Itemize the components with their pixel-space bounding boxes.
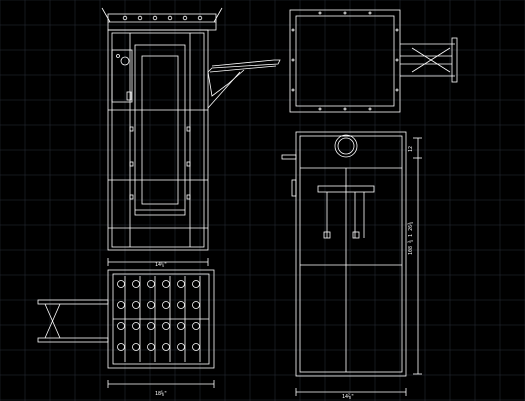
filter-cartridge <box>147 301 155 309</box>
filter-box <box>107 269 215 369</box>
filter-cartridge <box>162 301 170 309</box>
plan-edge-bolts <box>291 11 399 111</box>
filter-cartridge <box>117 343 125 351</box>
filter-support <box>317 185 375 193</box>
inlet-port <box>334 134 358 158</box>
plan-housing-outer <box>289 9 401 113</box>
filter-cartridge <box>192 343 200 351</box>
filter-cartridge <box>132 280 140 288</box>
filter-cartridge <box>162 343 170 351</box>
main-body <box>107 29 209 251</box>
filter-cartridge <box>117 280 125 288</box>
dim-front-base-width: 18⅝" <box>155 390 167 397</box>
outlet-duct-frame <box>37 299 109 343</box>
filter-cartridge <box>162 280 170 288</box>
dim-side-top: 12 <box>408 146 414 152</box>
filter-cartridge <box>147 280 155 288</box>
filter-cartridge <box>192 301 200 309</box>
side-elevation-view <box>281 131 422 396</box>
access-door <box>134 44 186 216</box>
stiffener-markers <box>129 126 191 200</box>
filter-cartridge-grid <box>113 276 209 362</box>
dim-front-bottom-width: 14¼" <box>155 262 167 268</box>
plan-view <box>289 9 458 113</box>
filter-cartridge <box>117 322 125 330</box>
filter-cartridge <box>177 301 185 309</box>
filter-cartridge <box>117 301 125 309</box>
filter-cartridge <box>192 322 200 330</box>
filter-cartridge <box>162 322 170 330</box>
side-housing <box>295 131 407 377</box>
filter-cartridge <box>132 322 140 330</box>
control-panel <box>111 49 133 103</box>
filter-cartridge <box>192 280 200 288</box>
hood-bolts <box>122 15 203 21</box>
dim-side-height: 108 ¾ 1 26¾ <box>408 222 414 255</box>
inlet-duct-arm <box>207 59 281 109</box>
plan-outlet-frame <box>400 37 458 83</box>
filter-cartridge <box>177 322 185 330</box>
dim-side-base-width: 14⅞" <box>342 393 354 400</box>
front-elevation-view <box>37 7 281 388</box>
filter-cartridge <box>177 280 185 288</box>
filter-cartridge <box>132 301 140 309</box>
filter-cartridge <box>132 343 140 351</box>
filter-cartridge <box>147 343 155 351</box>
filter-cartridge <box>147 322 155 330</box>
filter-cartridge <box>177 343 185 351</box>
